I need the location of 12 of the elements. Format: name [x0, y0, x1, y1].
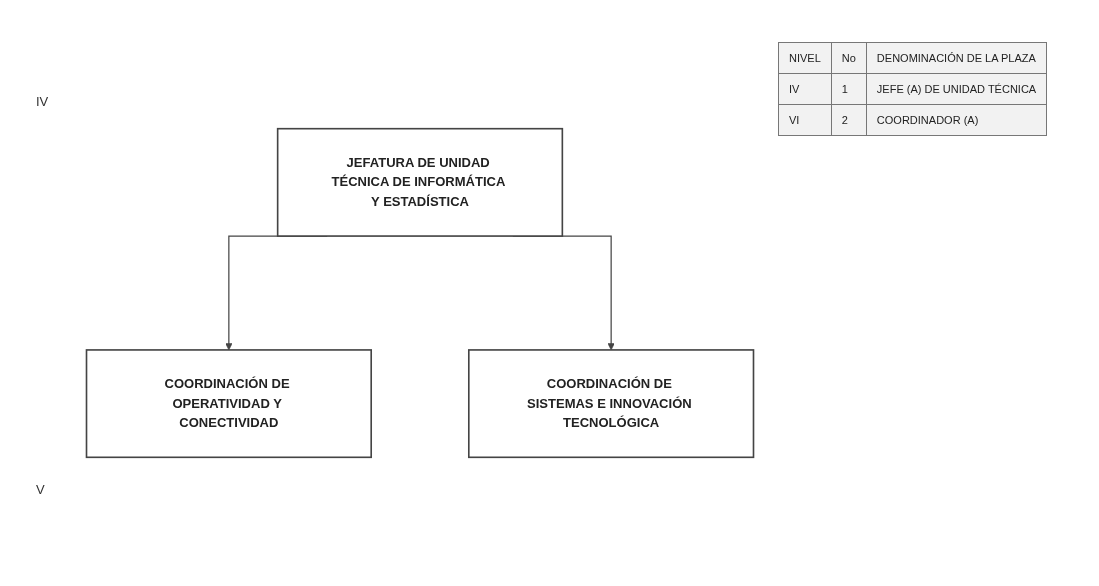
node-box: COORDINACIÓN DE SISTEMAS E INNOVACIÓN TECNOLÓGICA	[468, 349, 755, 459]
table-header-cell: No	[831, 42, 867, 74]
level-label: V	[36, 482, 45, 497]
node-box: JEFATURA DE UNIDAD TÉCNICA DE INFORMÁTICA Y ESTADÍSTICA	[276, 127, 564, 237]
table-cell: VI	[778, 104, 832, 136]
level-label: IV	[36, 94, 49, 109]
table-cell: IV	[778, 73, 832, 105]
table-cell: COORDINADOR (A)	[866, 104, 1047, 136]
node-box: COORDINACIÓN DE OPERATIVIDAD Y CONECTIVIDAD	[85, 349, 372, 459]
table-header-cell: DENOMINACIÓN DE LA PLAZA	[866, 42, 1047, 74]
table-header-cell: NIVEL	[778, 42, 832, 74]
table-cell: JEFE (A) DE UNIDAD TÉCNICA	[866, 73, 1047, 105]
